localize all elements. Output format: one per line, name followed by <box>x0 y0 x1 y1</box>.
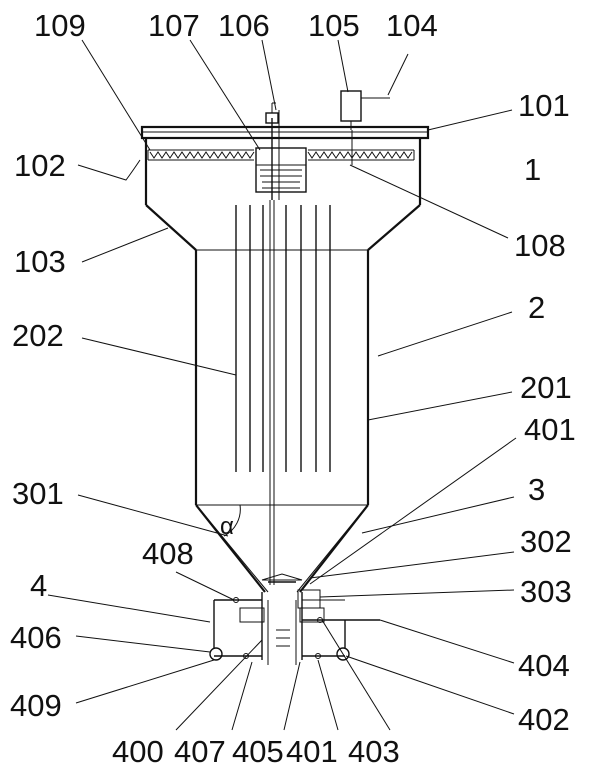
cover-plate <box>140 125 430 140</box>
cylinder-section <box>194 249 370 506</box>
label-407: 407 <box>174 734 226 769</box>
label-401-bottom: 401 <box>286 734 338 769</box>
label-3: 3 <box>528 472 545 507</box>
label-105: 105 <box>308 8 360 43</box>
label-2: 2 <box>528 290 545 325</box>
label-408: 408 <box>142 536 194 571</box>
tube-bundle <box>235 205 331 472</box>
label-202: 202 <box>12 318 64 353</box>
wheel-left-icon <box>209 647 223 661</box>
label-103: 103 <box>14 244 66 279</box>
upper-tank <box>144 138 422 251</box>
label-404: 404 <box>518 648 570 683</box>
angle-arc <box>223 504 241 537</box>
label-402: 402 <box>518 702 570 737</box>
weir-left <box>149 151 255 159</box>
label-303: 303 <box>520 574 572 609</box>
label-107: 107 <box>148 8 200 43</box>
label-405: 405 <box>232 734 284 769</box>
label-106: 106 <box>218 8 270 43</box>
label-301: 301 <box>12 476 64 511</box>
label-1: 1 <box>524 152 541 187</box>
label-403: 403 <box>348 734 400 769</box>
label-400: 400 <box>112 734 164 769</box>
label-102: 102 <box>14 148 66 183</box>
label-302: 302 <box>520 524 572 559</box>
bottom-assembly <box>209 589 380 665</box>
dosing-box <box>340 90 390 165</box>
angle-alpha-label: α <box>220 513 234 540</box>
label-4: 4 <box>30 568 47 603</box>
labels: 109 107 106 105 104 101 102 1 103 108 20… <box>10 8 576 769</box>
label-401-right: 401 <box>524 412 576 447</box>
label-201: 201 <box>520 370 572 405</box>
label-406: 406 <box>10 620 62 655</box>
label-101: 101 <box>518 88 570 123</box>
label-109: 109 <box>34 8 86 43</box>
central-shaft <box>265 102 280 585</box>
label-409: 409 <box>10 688 62 723</box>
weir-right <box>307 151 413 159</box>
leader-lines <box>47 39 517 731</box>
cone-plug <box>261 573 303 581</box>
wheel-right-icon <box>336 647 350 661</box>
label-104: 104 <box>386 8 438 43</box>
label-108: 108 <box>514 228 566 263</box>
central-drum <box>255 147 307 193</box>
